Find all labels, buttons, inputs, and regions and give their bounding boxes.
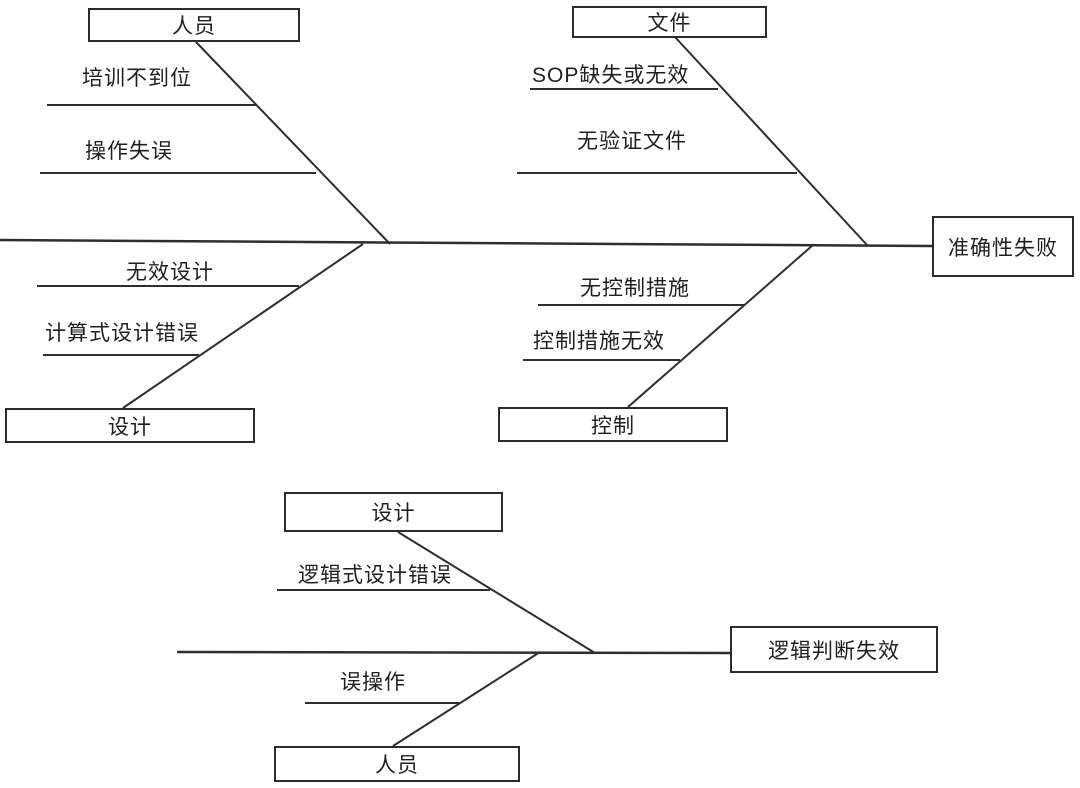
spine-line-top-diagram <box>0 238 933 248</box>
effect-box-accuracy-failure: 准确性失败 <box>932 216 1074 277</box>
category-box-design-2: 设计 <box>284 492 503 532</box>
category-box-personnel-2: 人员 <box>274 746 520 782</box>
spine-line-bottom-diagram <box>176 650 731 655</box>
branch-line-control <box>627 244 814 408</box>
category-label-personnel: 人员 <box>172 15 216 38</box>
cause-label-sop-missing: SOP缺失或无效 <box>532 64 690 87</box>
cause-label-no-verification-doc: 无验证文件 <box>577 130 687 153</box>
branch-line-personnel-2 <box>392 651 541 747</box>
cause-label-operation-error: 操作失误 <box>85 140 173 163</box>
category-box-documents: 文件 <box>572 6 767 38</box>
category-box-control: 控制 <box>498 407 728 442</box>
category-label-documents: 文件 <box>647 12 692 35</box>
branch-line-design-2 <box>397 531 596 654</box>
branch-line-documents <box>674 36 868 246</box>
branch-line-personnel <box>195 41 391 245</box>
cause-label-control-ineffective: 控制措施无效 <box>533 330 665 353</box>
cause-label-logic-design-error: 逻辑式设计错误 <box>298 564 452 587</box>
category-box-design: 设计 <box>5 408 255 443</box>
cause-label-training-insufficient: 培训不到位 <box>82 67 192 90</box>
category-label-control: 控制 <box>591 414 635 438</box>
effect-label-logic-judgment-failure: 逻辑判断失效 <box>768 639 900 663</box>
branch-line-design <box>122 243 364 409</box>
cause-label-no-control-measure: 无控制措施 <box>580 277 690 300</box>
cause-label-invalid-design: 无效设计 <box>126 261 214 284</box>
category-box-personnel: 人员 <box>88 8 300 42</box>
category-label-personnel-2: 人员 <box>375 754 419 777</box>
category-label-design-2: 设计 <box>371 502 416 525</box>
cause-label-calc-design-error: 计算式设计错误 <box>45 322 199 345</box>
cause-label-misoperation: 误操作 <box>340 671 406 694</box>
category-label-design: 设计 <box>108 415 152 439</box>
effect-box-logic-judgment-failure: 逻辑判断失效 <box>730 626 938 673</box>
effect-label-accuracy-failure: 准确性失败 <box>948 236 1058 260</box>
